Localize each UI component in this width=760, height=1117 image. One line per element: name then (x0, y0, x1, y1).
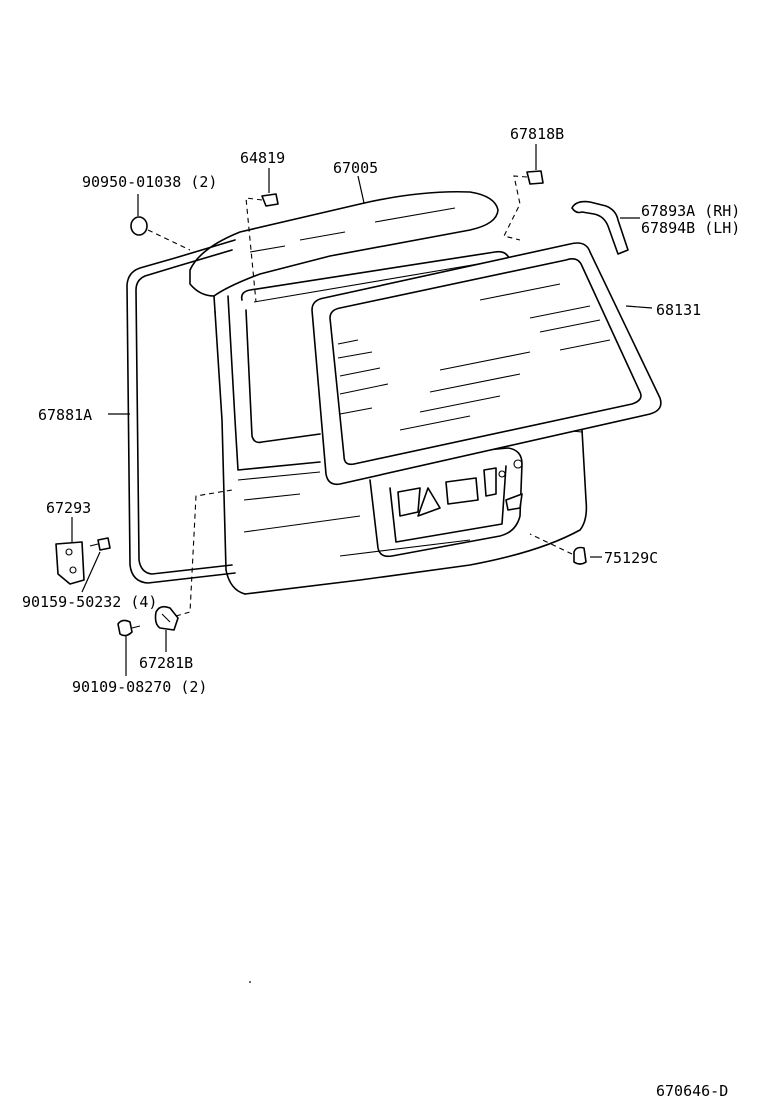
figure-code: 670646-D (656, 1082, 728, 1100)
moulding-67893A-67894B (571, 200, 629, 255)
label-67881A: 67881A (38, 406, 92, 424)
label-90109-08270: 90109-08270 (2) (72, 678, 207, 696)
back-door-panel-67005 (189, 190, 588, 595)
clip-64819 (261, 193, 279, 207)
weatherstrip-67881A (126, 239, 236, 584)
label-67293: 67293 (46, 499, 91, 517)
label-67893A: 67893A (RH) (641, 202, 740, 220)
hinge-67293 (55, 541, 85, 585)
clip-75129C (573, 546, 587, 565)
bolt-90159-50232 (97, 537, 111, 551)
back-window-glass-68131 (311, 242, 662, 486)
label-90159-50232: 90159-50232 (4) (22, 593, 157, 611)
label-67281B: 67281B (139, 654, 193, 672)
label-67005: 67005 (333, 159, 378, 177)
clip-67818B (526, 170, 544, 185)
label-75129C: 75129C (604, 549, 658, 567)
leader-lines (71, 144, 653, 676)
label-64819: 64819 (240, 149, 285, 167)
label-90950-01038: 90950-01038 (2) (82, 173, 217, 191)
plug-90950-01038 (130, 216, 148, 236)
label-67894B: 67894B (LH) (641, 219, 740, 237)
label-68131: 68131 (656, 301, 701, 319)
bolt-90109-08270 (117, 619, 133, 637)
label-67818B: 67818B (510, 125, 564, 143)
